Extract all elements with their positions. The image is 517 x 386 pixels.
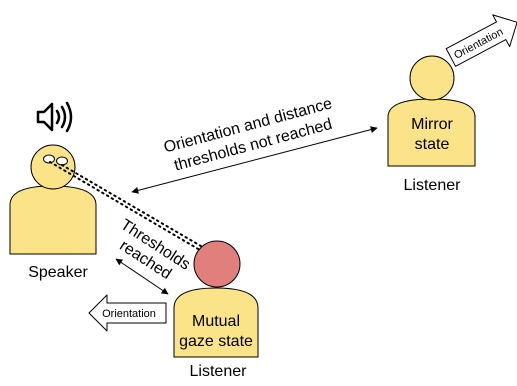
gaze-dotted-lines [49, 161, 207, 254]
speaker-eye-left [43, 154, 55, 164]
top-listener-head [409, 55, 455, 101]
speaker-sound-icon [36, 101, 73, 133]
bottom-listener-head [193, 240, 241, 288]
mutual-gaze-line1: Mutual [192, 313, 240, 330]
mirror-state-line2: state [415, 136, 450, 153]
bottom-listener-label: Listener [190, 363, 248, 380]
speaker-figure [9, 144, 97, 255]
bottom-orientation-label: Orientation [102, 308, 156, 320]
not-reached-label: Orientation and distance thresholds not … [162, 95, 334, 174]
bottom-listener-body [173, 287, 259, 358]
speaker-eye-right [56, 156, 68, 166]
top-orientation-arrow: Orientation [445, 14, 517, 67]
mutual-gaze-line2: gaze state [179, 333, 253, 350]
speaker-head [30, 144, 76, 190]
reached-arrow [115, 258, 169, 295]
bottom-listener-figure: Mutual gaze state [173, 240, 259, 358]
not-reached-arrow [131, 126, 378, 194]
reached-label: Thresholds reached [116, 216, 193, 283]
bottom-orientation-arrow: Orientation [88, 294, 167, 332]
speaker-label: Speaker [28, 264, 88, 281]
top-listener-label: Listener [404, 177, 462, 194]
speaker-body [9, 185, 97, 255]
mirror-state-line1: Mirror [411, 116, 453, 133]
top-listener-figure: Mirror state [387, 55, 476, 167]
